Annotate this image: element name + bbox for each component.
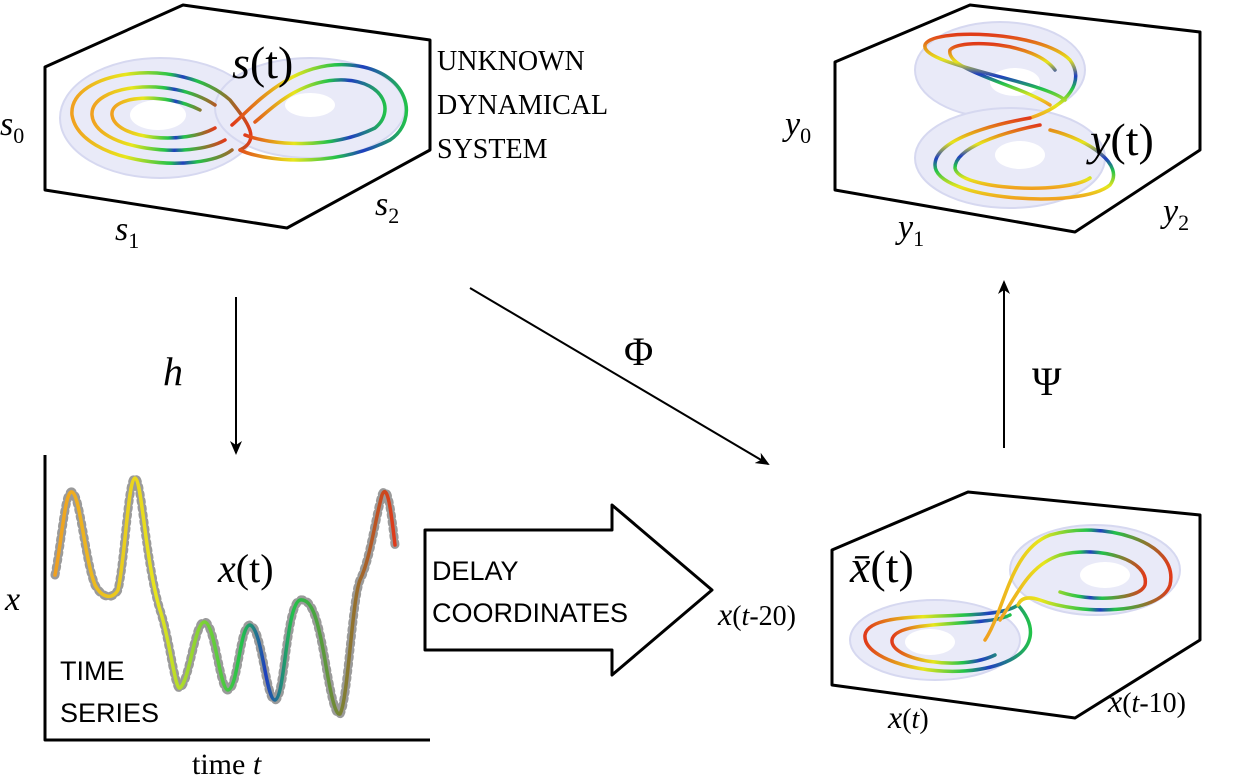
unknown-axis-1-base: s xyxy=(115,211,128,248)
time-series-x-var: t xyxy=(253,748,262,778)
signal-base: x xyxy=(217,546,236,591)
time-series-y-label: x xyxy=(4,581,20,618)
reconstructed-axis-1-base: y xyxy=(895,209,914,246)
delay-state-arg: (t) xyxy=(870,541,913,592)
observation-map: h xyxy=(163,297,242,455)
delay-axis-right-rest: -10) xyxy=(1139,688,1186,719)
delay-embedding-box xyxy=(830,490,1202,720)
unknown-axis-2-sub: 2 xyxy=(388,203,399,228)
delay-axis-right-base: x xyxy=(1107,683,1122,719)
unknown-axis-2-base: s xyxy=(375,186,388,223)
unknown-state-base: s xyxy=(232,37,250,88)
delay-embedding-panel: x̄(t) x(t-20) x(t) x(t-10) xyxy=(717,490,1202,735)
reconstructed-axis-1-sub: 1 xyxy=(913,226,924,251)
unknown-axis-0: s0 xyxy=(0,106,24,148)
delay-axis-bottom: x(t) xyxy=(887,699,929,735)
reconstructed-state-label: y(t) xyxy=(1086,114,1154,165)
reconstructed-axis-0-base: y xyxy=(782,106,801,143)
unknown-system-box xyxy=(43,3,432,230)
time-series-axes xyxy=(43,455,430,742)
time-series-x-label: time t xyxy=(192,748,262,778)
time-series-panel: x(t) x time t TIME SERIES xyxy=(4,455,430,778)
delay-axis-left-open: ( xyxy=(732,601,741,632)
delay-coordinates-arrow: DELAY COORDINATES xyxy=(423,503,714,677)
embedding-label: Φ xyxy=(624,329,653,374)
reconstructed-axis-2: y2 xyxy=(1160,193,1189,235)
reconstructed-panel: y(t) y0 y1 y2 xyxy=(782,3,1202,251)
delay-axis-left-var: t xyxy=(742,601,751,632)
unknown-axis-0-base: s xyxy=(0,106,13,143)
delay-arrow-line-2: COORDINATES xyxy=(432,598,628,628)
delay-axis-right-var: t xyxy=(1132,688,1141,719)
delay-axis-bottom-open: ( xyxy=(902,704,911,735)
delay-axis-left-base: x xyxy=(717,596,732,632)
unknown-title-line-2: DYNAMICAL xyxy=(437,90,608,121)
unknown-axis-1-sub: 1 xyxy=(128,228,139,253)
delay-axis-bottom-var: t xyxy=(912,704,921,735)
delay-axis-right: x(t-10) xyxy=(1107,683,1186,719)
time-series-title-line-2: SERIES xyxy=(60,698,159,728)
reconstructed-attractor xyxy=(914,21,1116,209)
delay-state-base: x̄ xyxy=(849,541,871,592)
reconstructed-box xyxy=(833,3,1202,234)
embedding-arrow xyxy=(469,287,770,466)
delay-axis-left-rest: -20) xyxy=(749,601,796,632)
delay-axis-bottom-base: x xyxy=(887,699,902,735)
reconstructed-axis-1: y1 xyxy=(895,209,924,251)
unknown-title-line-1: UNKNOWN xyxy=(437,46,585,77)
observation-label: h xyxy=(163,349,183,394)
embedding-map: Φ xyxy=(469,287,770,466)
reconstructed-state-arg: (t) xyxy=(1110,114,1153,165)
delay-state-label: x̄(t) xyxy=(849,541,914,592)
delay-axis-left: x(t-20) xyxy=(717,596,796,632)
delay-arrow-line-1: DELAY xyxy=(432,556,519,586)
signal-label: x(t) xyxy=(217,546,274,591)
reconstructed-axis-2-sub: 2 xyxy=(1178,210,1189,235)
signal-arg: (t) xyxy=(236,546,274,591)
unknown-title-line-3: SYSTEM xyxy=(437,134,548,165)
unknown-system-panel: s(t) s0 s1 s2 UNKNOWN DYNAMICAL SYSTEM xyxy=(0,3,608,253)
delay-embedding-attractor xyxy=(849,524,1181,681)
delay-axis-bottom-rest: ) xyxy=(919,704,928,735)
reconstructed-axis-0: y0 xyxy=(782,106,811,148)
unknown-axis-0-sub: 0 xyxy=(13,123,24,148)
unknown-system-attractor xyxy=(59,57,409,179)
time-series-signal xyxy=(53,476,397,716)
decoder-map: Ψ xyxy=(998,280,1062,448)
delay-axis-right-open: ( xyxy=(1122,688,1131,719)
reconstructed-axis-2-base: y xyxy=(1160,193,1179,230)
unknown-axis-2: s2 xyxy=(375,186,399,228)
reconstructed-axis-0-sub: 0 xyxy=(800,123,811,148)
unknown-state-arg: (t) xyxy=(250,37,293,88)
time-series-x-text: time xyxy=(192,748,253,778)
reconstructed-state-base: y xyxy=(1086,114,1111,165)
unknown-axis-1: s1 xyxy=(115,211,139,253)
delay-arrow-shape xyxy=(423,503,714,677)
time-series-title-line-1: TIME xyxy=(60,656,125,686)
decoder-label: Ψ xyxy=(1032,359,1062,404)
unknown-state-label: s(t) xyxy=(232,37,293,88)
